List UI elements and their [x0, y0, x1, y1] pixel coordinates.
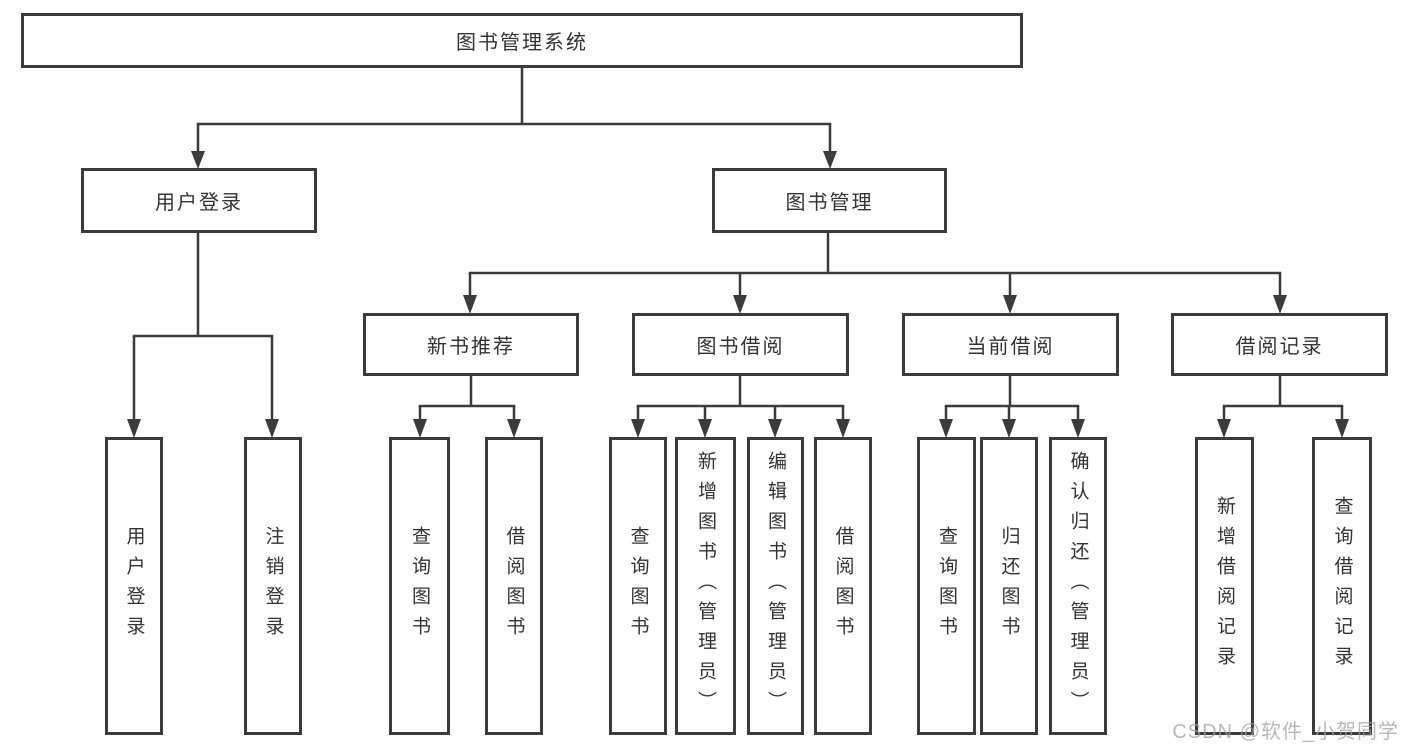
node-book-management-group-label: 图书管理 — [785, 192, 874, 214]
node-leaf-edit-books-admin: 编辑图书（管理员） — [747, 437, 804, 735]
node-user-login-group-label: 用户登录 — [155, 192, 243, 214]
node-leaf-query-books-current: 查询图书 — [917, 437, 976, 735]
csdn-watermark: CSDN @软件_小贺同学 — [1172, 721, 1399, 743]
node-leaf-logout-label: 注销登录 — [262, 526, 284, 646]
node-leaf-query-books-current-label: 查询图书 — [936, 526, 957, 646]
node-book-borrow-label: 图书借阅 — [696, 336, 785, 358]
node-leaf-query-books-borrow: 查询图书 — [609, 437, 667, 735]
node-leaf-add-books-admin-label: 新增图书（管理员） — [695, 451, 716, 721]
node-leaf-edit-books-admin-label: 编辑图书（管理员） — [765, 451, 786, 721]
node-library-management-system-label: 图书管理系统 — [456, 32, 588, 54]
node-leaf-confirm-return-admin-label: 确认归还（管理员） — [1067, 451, 1089, 721]
node-library-management-system: 图书管理系统 — [21, 13, 1023, 68]
node-book-management-group: 图书管理 — [712, 168, 947, 233]
node-leaf-confirm-return-admin: 确认归还（管理员） — [1049, 437, 1107, 735]
node-leaf-add-borrow-record: 新增借阅记录 — [1195, 437, 1254, 735]
node-leaf-borrow-books-recommend: 借阅图书 — [485, 437, 543, 735]
node-book-borrow: 图书借阅 — [632, 313, 849, 376]
node-new-book-recommend: 新书推荐 — [363, 313, 579, 376]
node-leaf-return-books: 归还图书 — [980, 437, 1038, 735]
node-current-borrow-label: 当前借阅 — [966, 336, 1055, 358]
node-leaf-borrow-books-label: 借阅图书 — [832, 526, 854, 646]
node-leaf-user-login: 用户登录 — [105, 437, 163, 735]
node-user-login-group: 用户登录 — [81, 168, 317, 233]
node-leaf-add-books-admin: 新增图书（管理员） — [675, 437, 736, 735]
node-leaf-query-books-recommend: 查询图书 — [389, 437, 450, 735]
node-leaf-user-login-label: 用户登录 — [123, 526, 145, 646]
node-borrow-record-label: 借阅记录 — [1235, 336, 1324, 358]
node-leaf-return-books-label: 归还图书 — [998, 526, 1020, 646]
node-new-book-recommend-label: 新书推荐 — [427, 336, 515, 358]
node-leaf-query-books-recommend-label: 查询图书 — [409, 526, 430, 646]
node-leaf-query-borrow-record: 查询借阅记录 — [1312, 437, 1372, 735]
node-leaf-borrow-books-recommend-label: 借阅图书 — [503, 526, 525, 646]
node-leaf-logout: 注销登录 — [244, 437, 302, 735]
node-leaf-query-books-borrow-label: 查询图书 — [627, 526, 649, 646]
node-borrow-record: 借阅记录 — [1171, 313, 1388, 376]
node-current-borrow: 当前借阅 — [902, 313, 1119, 376]
node-leaf-borrow-books: 借阅图书 — [814, 437, 872, 735]
node-leaf-add-borrow-record-label: 新增借阅记录 — [1214, 496, 1235, 676]
node-leaf-query-borrow-record-label: 查询借阅记录 — [1331, 496, 1353, 676]
